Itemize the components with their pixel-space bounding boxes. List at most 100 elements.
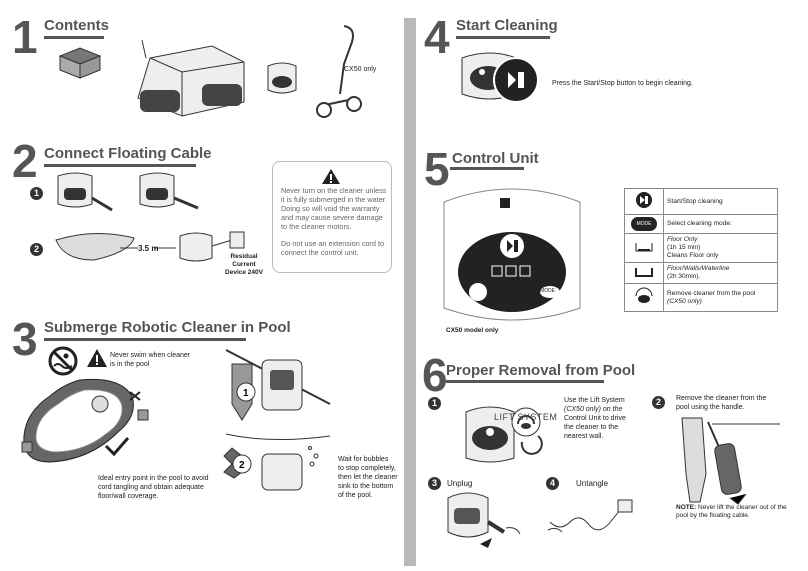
step-1-marker: 1: [30, 187, 43, 200]
untangle-illustration: [547, 499, 633, 533]
removal-step-2-marker: 2: [652, 396, 665, 409]
legend-text: Floor Only (1h 15 min) Cleans Floor only: [663, 233, 778, 263]
warning-line: connect the control unit.: [281, 248, 359, 257]
table-row: Start/Stop cleaning: [624, 188, 778, 215]
floor-walls-icon-cell: [624, 262, 664, 284]
table-row: Remove cleaner from the pool (CX50 only): [624, 283, 778, 312]
rcd-label-line-1: Residual Current: [230, 253, 258, 268]
legend-line: (1h 15 min): [667, 244, 701, 251]
legend-line: (2h 30min).: [667, 273, 701, 280]
ideal-entry-line-2: cord tangling and obtain adequate: [98, 484, 204, 491]
legend-text: Select cleaning mode:: [663, 214, 778, 234]
mode-icon-cell: MODE: [624, 214, 664, 234]
wait-line-5: of the pool.: [338, 492, 373, 499]
page-divider: [404, 18, 416, 566]
lift-line-3: Control Unit to drive: [564, 415, 626, 422]
section-5-number: 5: [424, 143, 450, 195]
cx50-only-label: CX50 only: [344, 66, 377, 73]
floor-only-icon: [635, 242, 653, 251]
start-instruction: Press the Start/Stop button to begin cle…: [552, 80, 693, 87]
step-2-marker: 2: [30, 243, 43, 256]
submerge-cleaner-illustration: 1 2: [223, 349, 331, 491]
table-row: Floor Only (1h 15 min) Cleans Floor only: [624, 233, 778, 263]
removal-note: NOTE: Never lift the cleaner out of the …: [676, 504, 787, 520]
svg-text:1: 1: [243, 388, 249, 399]
wait-line-1: Wait for bubbles: [338, 456, 389, 463]
rcd-label-line-2: Device 240V: [225, 269, 263, 276]
unplug-illustration: [447, 492, 521, 548]
pool-to-power-diagram: [55, 231, 245, 262]
lift-line-5: nearest wall.: [564, 433, 604, 440]
start-stop-icon: [636, 192, 652, 208]
warning-paragraph-2: Do not use an extension cord to connect …: [281, 239, 389, 257]
warning-line: and may cause severe damage: [281, 213, 383, 222]
wait-line-4: sink to the bottom: [338, 483, 394, 490]
lift-cleaner-illustration: [681, 417, 780, 505]
ideal-entry-line-3: floor/wall coverage.: [98, 493, 159, 500]
cable-length-label: 3.5 m: [138, 244, 159, 253]
legend-line: Remove cleaner from the pool: [667, 289, 756, 297]
section-2-underline: [44, 164, 196, 167]
section-2-number: 2: [12, 135, 38, 187]
table-row: MODE Select cleaning mode:: [624, 214, 778, 234]
legend-line: (CX50 only): [667, 297, 702, 305]
legend-line: Start/Stop cleaning: [667, 197, 723, 205]
lift-system-illustration: [465, 406, 543, 463]
section-1-title: Contents: [44, 17, 109, 34]
warning-line: Do not use an extension cord to: [281, 239, 385, 248]
section-6-title: Proper Removal from Pool: [446, 362, 636, 379]
section-5-title: Control Unit: [452, 150, 539, 167]
section-6-number: 6: [422, 349, 448, 401]
section-5-underline: [450, 167, 524, 170]
legend-line: Floor Only: [667, 236, 698, 243]
warning-triangle-icon: [322, 169, 340, 184]
warning-box: Never turn on the cleaner unless it is f…: [272, 161, 392, 273]
untangle-label: Untangle: [576, 479, 609, 488]
section-4-number: 4: [424, 11, 450, 63]
section-3-number: 3: [12, 313, 38, 365]
start-stop-icon-cell: [624, 188, 664, 215]
legend-text: Floor/Walls/Waterline (2h 30min).: [663, 262, 778, 284]
lift-system-label: LIFT SYSTEM: [494, 412, 558, 422]
legend-line: Cleans Floor only: [667, 252, 719, 259]
warning-paragraph-1: Never turn on the cleaner unless it is f…: [281, 186, 389, 231]
lift-line-1: Use the Lift System: [564, 397, 625, 404]
section-3-underline: [44, 338, 246, 341]
wait-bubbles-text: Wait for bubbles to stop completely, the…: [338, 455, 398, 500]
never-swim-line-1: Never swim when cleaner: [110, 352, 191, 359]
removal-step-1-marker: 1: [428, 397, 441, 410]
robot-cleaner-illustration: [137, 39, 245, 117]
warning-triangle-icon: [87, 349, 107, 367]
mode-button-label: MODE: [540, 288, 555, 294]
section-1-number: 1: [12, 11, 38, 63]
never-swim-line-2: is in the pool: [110, 361, 150, 368]
warning-line: it is fully submerged in the water.: [281, 195, 387, 204]
note-line-1: Never lift the cleaner out of the: [696, 504, 787, 511]
section-2-title: Connect Floating Cable: [44, 145, 212, 162]
cable-connect-step-1b: [139, 172, 199, 210]
cx50-model-only-label: CX50 model only: [446, 327, 499, 334]
caddy-cart-illustration: [316, 25, 362, 118]
control-unit-panel: [443, 188, 581, 321]
legend-text: Remove cleaner from the pool (CX50 only): [663, 283, 778, 312]
floor-only-icon-cell: [624, 233, 664, 263]
never-swim-text: Never swim when cleaner is in the pool: [110, 351, 190, 369]
section-3-title: Submerge Robotic Cleaner in Pool: [44, 319, 291, 336]
lift-system-icon: [635, 287, 653, 303]
pool-entry-diagram: [21, 378, 149, 463]
section-6-underline: [446, 380, 604, 383]
wait-line-3: then let the cleaner: [338, 474, 398, 481]
remove-text: Remove the cleaner from the pool using t…: [676, 394, 766, 412]
unplug-label: Unplug: [447, 479, 473, 488]
legend-text: Start/Stop cleaning: [663, 188, 778, 215]
remove-line-1: Remove the cleaner from the: [676, 395, 767, 402]
box-icon: [58, 47, 102, 79]
section-1-underline: [44, 36, 104, 39]
section-4-underline: [456, 36, 550, 39]
wait-line-2: to stop completely,: [338, 465, 396, 472]
svg-text:2: 2: [239, 460, 245, 471]
removal-step-4-marker: 4: [546, 477, 559, 490]
removal-step-3-marker: 3: [428, 477, 441, 490]
warning-line: Never turn on the cleaner unless: [281, 186, 387, 195]
floor-walls-icon: [635, 267, 653, 277]
